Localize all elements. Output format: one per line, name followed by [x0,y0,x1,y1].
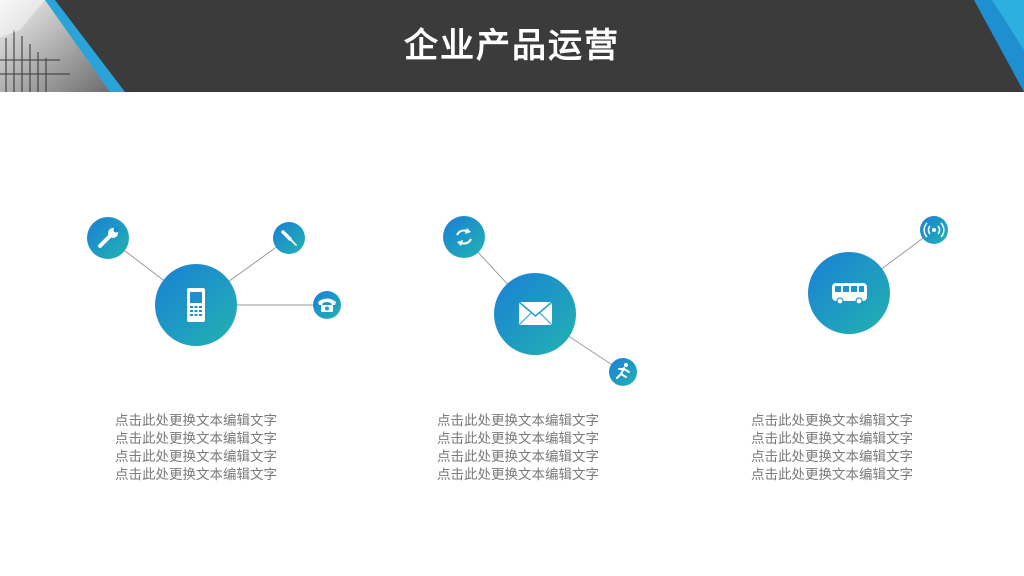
text-line: 点击此处更换文本编辑文字 [437,449,599,465]
text-line: 点击此处更换文本编辑文字 [437,467,599,483]
text-line: 点击此处更换文本编辑文字 [115,467,277,483]
text-line: 点击此处更换文本编辑文字 [437,431,599,447]
page-title: 企业产品运营 [404,26,620,66]
running-person-icon [616,363,630,379]
refresh-icon [456,228,472,246]
screwdriver-icon [281,230,297,246]
text-line: 点击此处更换文本编辑文字 [751,467,913,483]
text-line: 点击此处更换文本编辑文字 [115,413,277,429]
envelope-icon [518,301,553,326]
mobile-phone-icon [187,288,205,322]
text-block-1[interactable]: 点击此处更换文本编辑文字 点击此处更换文本编辑文字 点击此处更换文本编辑文字 点… [66,412,326,484]
header-bar: 企业产品运营 [0,0,1024,92]
accent-corner-right [974,0,1024,92]
satellite-node-refresh[interactable] [443,216,485,258]
broadcast-icon [923,222,945,238]
text-line: 点击此处更换文本编辑文字 [115,431,277,447]
text-block-3[interactable]: 点击此处更换文本编辑文字 点击此处更换文本编辑文字 点击此处更换文本编辑文字 点… [702,412,962,484]
text-line: 点击此处更换文本编辑文字 [115,449,277,465]
text-line: 点击此处更换文本编辑文字 [751,449,913,465]
text-line: 点击此处更换文本编辑文字 [437,413,599,429]
bus-icon [832,283,867,305]
text-block-2[interactable]: 点击此处更换文本编辑文字 点击此处更换文本编辑文字 点击此处更换文本编辑文字 点… [388,412,648,484]
text-line: 点击此处更换文本编辑文字 [751,413,913,429]
text-line: 点击此处更换文本编辑文字 [751,431,913,447]
building-photo-corner [0,0,125,92]
wrench-icon [98,227,119,248]
telephone-icon [318,298,336,312]
